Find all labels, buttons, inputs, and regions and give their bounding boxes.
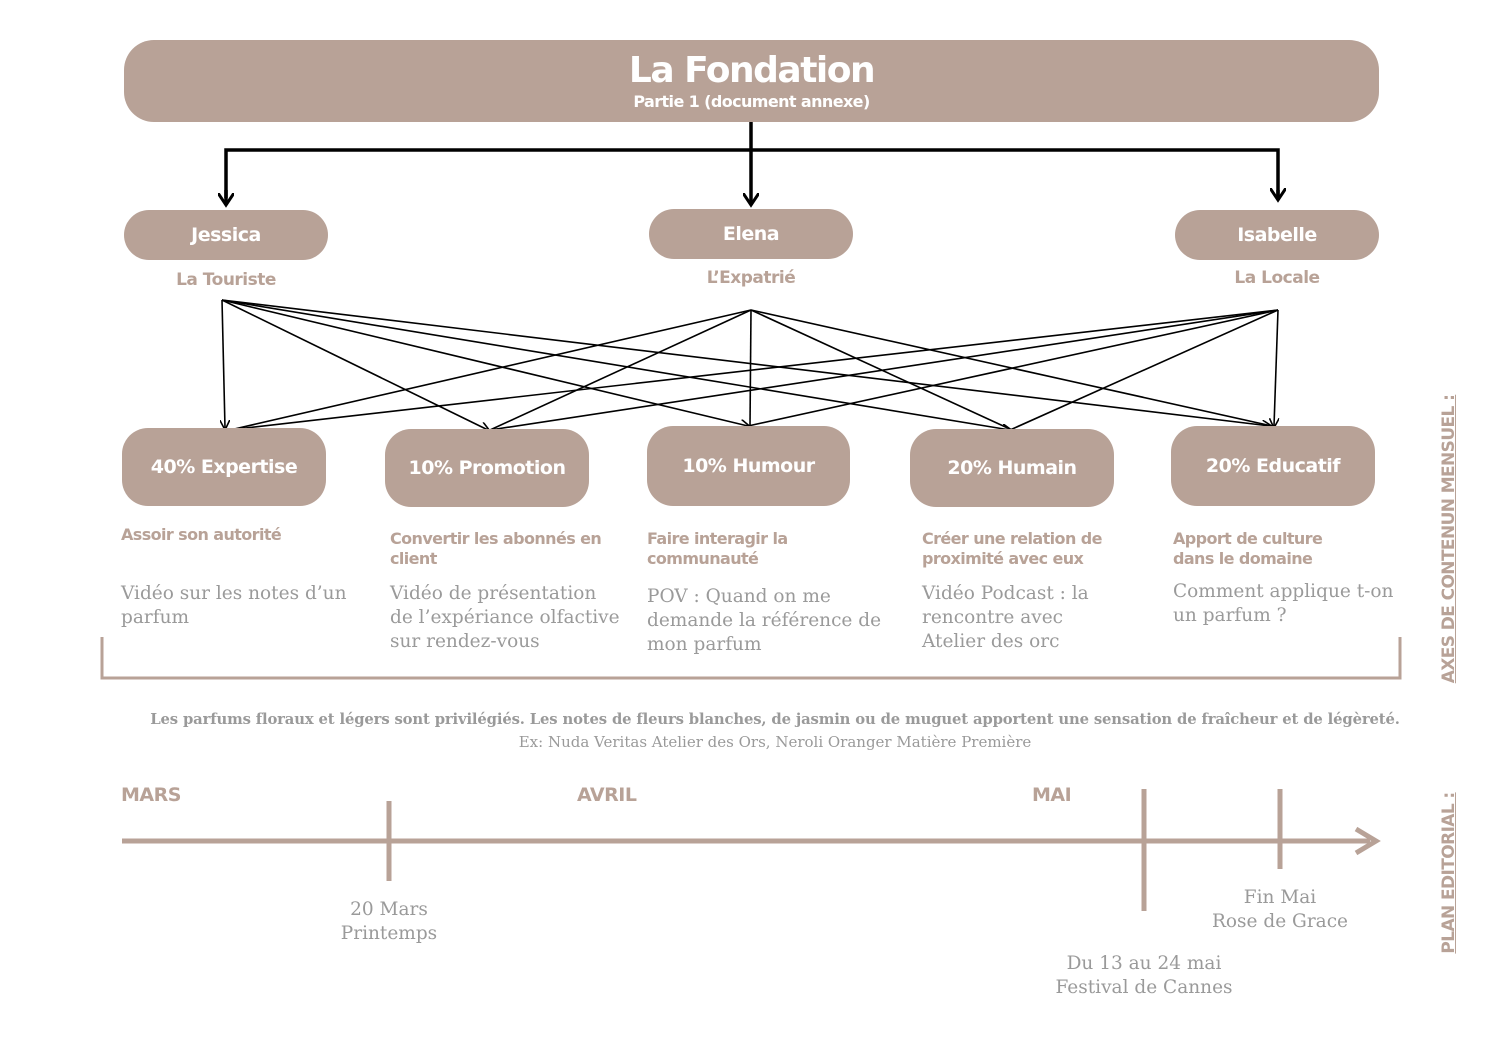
side-label-plan: PLAN EDITORIAL :	[1439, 792, 1459, 954]
axis-goal: Assoir son autorité	[121, 525, 282, 544]
axis-educatif: 20% Educatif	[1171, 426, 1375, 506]
persona-role: L’Expatrié	[706, 268, 796, 288]
timeline-axis	[122, 789, 1381, 911]
axes-bracket	[100, 637, 1402, 680]
axis-example: Vidéo sur les notes d’un parfum	[121, 583, 347, 628]
month-avril: AVRIL	[577, 784, 637, 806]
note-line-2: Ex: Nuda Veritas Atelier des Ors, Neroli…	[518, 733, 1032, 751]
persona-axis-connectors	[222, 299, 1278, 430]
persona-elena: Elena	[649, 209, 853, 259]
page-subtitle: Partie 1 (document annexe)	[633, 92, 870, 111]
side-label-axes: AXES DE CONTENUN MENSUEL :	[1439, 394, 1459, 684]
axis-goal: Créer une relation de proximité avec eux	[922, 529, 1102, 568]
persona-isabelle: Isabelle	[1175, 210, 1379, 260]
persona-role: La Touriste	[176, 270, 276, 290]
axis-humour: 10% Humour	[647, 426, 850, 506]
header-connectors	[226, 122, 1278, 205]
event-festival-cannes: Du 13 au 24 mai Festival de Cannes	[1055, 953, 1233, 998]
axis-goal: Convertir les abonnés en client	[390, 529, 602, 568]
month-mars: MARS	[121, 784, 181, 806]
axis-promotion: 10% Promotion	[385, 429, 589, 507]
axis-example: Vidéo de présentation de l’expériance ol…	[390, 583, 620, 652]
axis-humain: 20% Humain	[910, 429, 1114, 507]
axis-expertise: 40% Expertise	[122, 428, 326, 506]
persona-role: La Locale	[1234, 268, 1320, 288]
axis-example: Comment applique t-on un parfum ?	[1173, 581, 1394, 626]
note-text: Les parfums floraux et légers sont privi…	[0, 709, 1500, 753]
page-title: La Fondation	[628, 50, 876, 91]
header-banner: La Fondation Partie 1 (document annexe)	[124, 40, 1379, 122]
event-rose-de-grace: Fin Mai Rose de Grace	[1211, 887, 1349, 932]
persona-jessica: Jessica	[124, 210, 328, 260]
axis-goal: Apport de culture dans le domaine	[1173, 529, 1323, 568]
axis-example: POV : Quand on me demande la référence d…	[647, 586, 882, 655]
axis-goal: Faire interagir la communauté	[647, 529, 788, 568]
event-printemps: 20 Mars Printemps	[340, 899, 438, 944]
note-line-1: Les parfums floraux et légers sont privi…	[150, 711, 1400, 728]
axis-example: Vidéo Podcast : la rencontre avec Atelie…	[922, 583, 1089, 652]
month-mai: MAI	[1032, 784, 1072, 806]
